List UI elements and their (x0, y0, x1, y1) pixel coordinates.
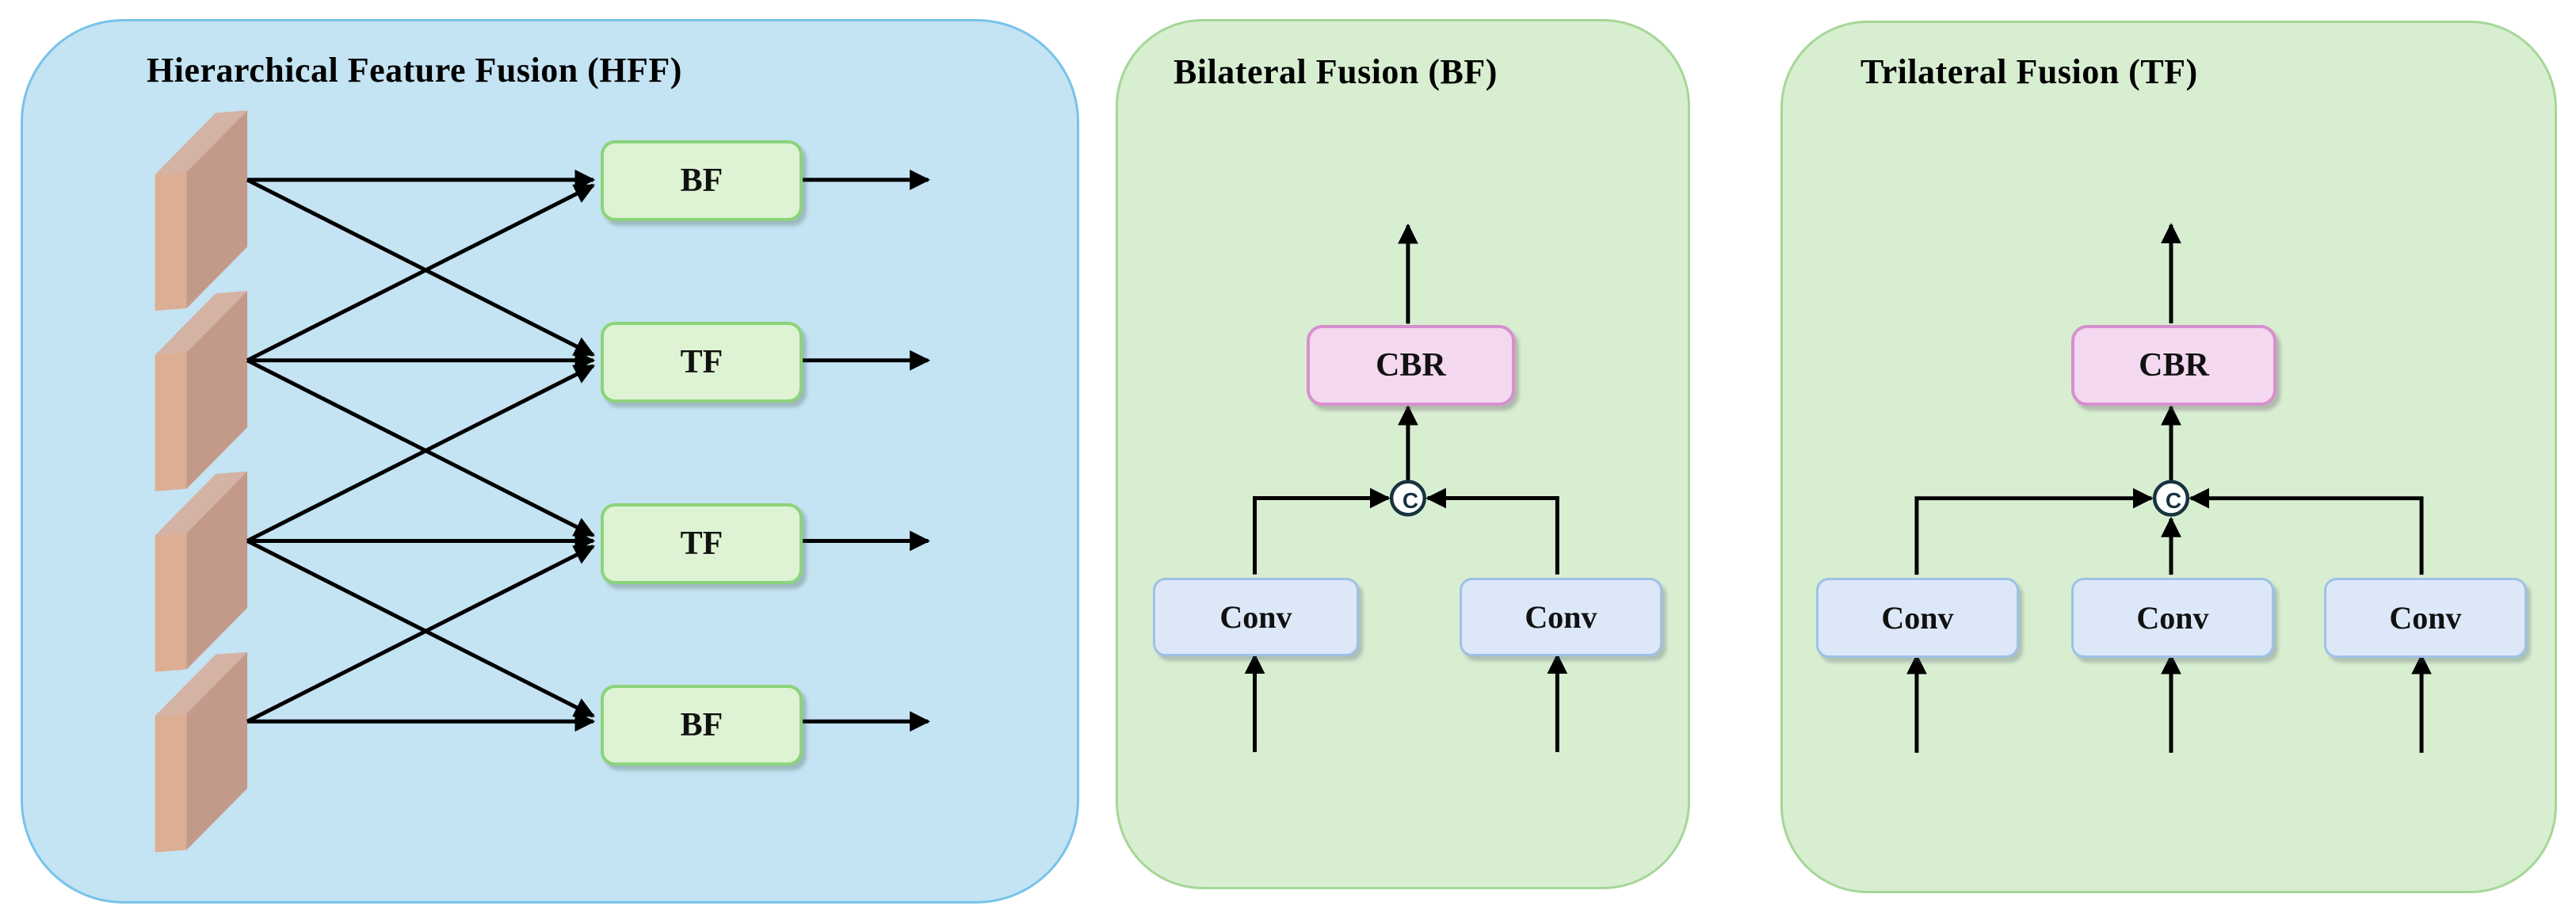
cbr-box: CBR (1307, 325, 1515, 406)
concat-circle (1389, 480, 1427, 517)
tf-arrows (1906, 223, 2432, 753)
bf-arrows (1244, 223, 1568, 752)
hff-input-arrows (246, 169, 596, 732)
arrow-b3-to-bf2 (246, 539, 596, 718)
fusion-box-bf-1: BF (601, 140, 803, 221)
conv-box-2: Conv (2071, 578, 2274, 658)
conv-label: Conv (1525, 599, 1597, 635)
fusion-box-bf-2: BF (601, 685, 803, 766)
conv-label: Conv (2389, 600, 2462, 636)
conv-box-1: Conv (1153, 578, 1359, 656)
conv-label: Conv (1881, 600, 1954, 636)
arrow-conv1-to-concat (1914, 487, 2154, 575)
arrow-b2-to-bf1 (246, 183, 596, 362)
conv-box-1: Conv (1816, 578, 2019, 658)
feature-block-4 (155, 651, 248, 853)
concat-circle (2152, 480, 2190, 517)
arrow-conv2-to-concat (1425, 487, 1559, 575)
feature-block-1 (155, 110, 248, 311)
fusion-box-label: BF (680, 707, 723, 743)
arrow-b3-to-tf1 (246, 364, 596, 543)
fusion-box-label: TF (680, 525, 723, 562)
fusion-box-tf-1: TF (601, 322, 803, 403)
cbr-label: CBR (1376, 347, 1446, 384)
tf-diagram-layer (1906, 223, 2432, 753)
hff-panel-title: Hierarchical Feature Fusion (HFF) (147, 51, 682, 90)
panel-trilateral-fusion: Trilateral Fusion (TF) CBR C (1780, 21, 2557, 893)
hff-diagram-layer (155, 110, 931, 853)
concat-symbol: C (2165, 488, 2182, 513)
arrow-conv3-to-concat (2189, 487, 2424, 575)
hff-output-arrows (799, 169, 931, 732)
tf-panel-title: Trilateral Fusion (TF) (1860, 52, 2198, 91)
arrow-b2-to-tf2 (246, 358, 596, 537)
feature-block-3 (155, 471, 248, 672)
conv-label: Conv (2136, 600, 2209, 636)
bf-panel-title: Bilateral Fusion (BF) (1174, 52, 1498, 91)
conv-box-3: Conv (2324, 578, 2527, 658)
arrow-b1-to-tf1 (246, 178, 596, 357)
conv-label: Conv (1219, 599, 1292, 635)
arrow-conv1-to-concat (1253, 487, 1391, 575)
cbr-label: CBR (2139, 347, 2209, 384)
panel-hff: Hierarchical Feature Fusion (HFF) (21, 19, 1079, 904)
fusion-box-label: BF (680, 162, 723, 199)
arrow-b4-to-tf2 (246, 544, 596, 724)
panel-bilateral-fusion: Bilateral Fusion (BF) CBR C Conv (1116, 19, 1690, 889)
bf-diagram-layer (1244, 223, 1568, 752)
feature-block-2 (155, 291, 248, 491)
fusion-box-label: TF (680, 344, 723, 380)
conv-box-2: Conv (1460, 578, 1662, 656)
cbr-box: CBR (2071, 325, 2276, 406)
fusion-box-tf-2: TF (601, 503, 803, 584)
concat-symbol: C (1402, 488, 1419, 513)
